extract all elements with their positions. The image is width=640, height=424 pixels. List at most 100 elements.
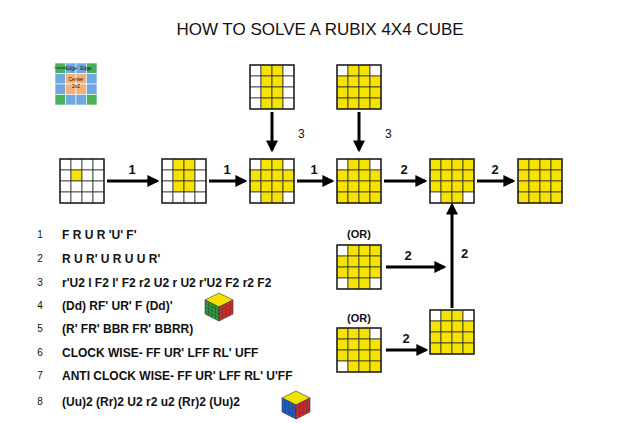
grid-cell <box>359 256 370 267</box>
step-number: 1 <box>128 163 135 178</box>
grid-cell <box>337 65 348 76</box>
grid-cell <box>337 339 348 350</box>
face-grids <box>60 65 562 372</box>
grid-cell <box>529 170 540 181</box>
grid-cell <box>173 192 184 203</box>
grid-cell <box>518 170 529 181</box>
grid-cell <box>261 76 272 87</box>
title: HOW TO SOLVE A RUBIX 4X4 CUBE <box>176 20 463 40</box>
grid-cell <box>71 181 82 192</box>
grid-cell <box>348 361 359 372</box>
algorithm-number: 5 <box>37 323 43 335</box>
grid-cell <box>272 65 283 76</box>
grid-cell <box>261 159 272 170</box>
step-number: 2 <box>404 249 411 264</box>
grid-cell <box>441 332 452 343</box>
grid-cell <box>283 159 294 170</box>
grid-cell <box>162 192 173 203</box>
grid-cell <box>93 159 104 170</box>
grid-cell <box>348 159 359 170</box>
grid-cell <box>441 170 452 181</box>
grid-cell <box>60 192 71 203</box>
grid-cell <box>162 181 173 192</box>
grid-cell <box>348 339 359 350</box>
grid-cell <box>370 65 381 76</box>
grid-border <box>337 159 381 203</box>
grid-cell <box>359 278 370 289</box>
grid-cell <box>82 192 93 203</box>
grid-cell <box>370 87 381 98</box>
step-number: 2 <box>491 163 498 178</box>
grid-cell <box>348 328 359 339</box>
grid-cell <box>337 361 348 372</box>
step-number: 1 <box>223 163 230 178</box>
tile-cell <box>55 95 66 106</box>
grid-cell <box>272 181 283 192</box>
grid-cell <box>370 350 381 361</box>
algorithm-number: 1 <box>37 229 43 241</box>
grid-cell <box>337 256 348 267</box>
or-label: (OR) <box>347 228 371 241</box>
grid-cell <box>348 87 359 98</box>
grid-cell <box>452 321 463 332</box>
grid-cell <box>195 181 206 192</box>
piece-legend-tile <box>55 63 97 105</box>
grid-cell <box>430 332 441 343</box>
grid-cell <box>430 321 441 332</box>
grid-cell <box>348 278 359 289</box>
grid-cell <box>283 170 294 181</box>
grid-cell <box>359 87 370 98</box>
grid-cell <box>540 192 551 203</box>
grid-border <box>337 245 381 289</box>
grid-cell <box>551 159 562 170</box>
grid-cell <box>359 181 370 192</box>
grid-cell <box>529 159 540 170</box>
grid-cell <box>337 328 348 339</box>
grid-cell <box>261 192 272 203</box>
grid-cell <box>441 343 452 354</box>
grid-cell <box>370 76 381 87</box>
grid-cell <box>463 159 474 170</box>
grid-cell <box>370 267 381 278</box>
grid-cell <box>463 310 474 321</box>
grid-cell <box>250 170 261 181</box>
grid-cell <box>518 192 529 203</box>
grid-cell <box>283 87 294 98</box>
grid-cell <box>348 245 359 256</box>
grid-cell <box>337 278 348 289</box>
grid-cell <box>195 159 206 170</box>
grid-cell <box>71 159 82 170</box>
grid-cell <box>430 170 441 181</box>
grid-cell <box>250 65 261 76</box>
step-number: 3 <box>298 128 305 142</box>
grid-cell <box>184 159 195 170</box>
grid-cell <box>441 181 452 192</box>
or-label: (OR) <box>347 312 371 325</box>
grid-cell <box>337 87 348 98</box>
grid-cell <box>283 181 294 192</box>
grid-cell <box>272 159 283 170</box>
grid-cell <box>60 159 71 170</box>
grid-cell <box>359 76 370 87</box>
grid-border <box>337 328 381 372</box>
grid-cell <box>337 181 348 192</box>
grid-cell <box>452 159 463 170</box>
grid-cell <box>359 98 370 109</box>
grid-cell <box>463 181 474 192</box>
grid-cell <box>348 350 359 361</box>
grid-cell <box>173 170 184 181</box>
grid-cell <box>430 181 441 192</box>
grid-border <box>162 159 206 203</box>
grid-cell <box>184 192 195 203</box>
step-number: 1 <box>310 163 317 178</box>
grid-cell <box>551 192 562 203</box>
algorithm-text: ANTI CLOCK WISE- FF UR' LFF RL' U'FF <box>62 370 293 384</box>
grid-cell <box>337 245 348 256</box>
grid-cell <box>93 170 104 181</box>
tile-cell <box>66 63 77 74</box>
grid-cell <box>370 159 381 170</box>
grid-cell <box>359 350 370 361</box>
grid-cell <box>250 159 261 170</box>
piece-label: Edge <box>65 66 77 72</box>
